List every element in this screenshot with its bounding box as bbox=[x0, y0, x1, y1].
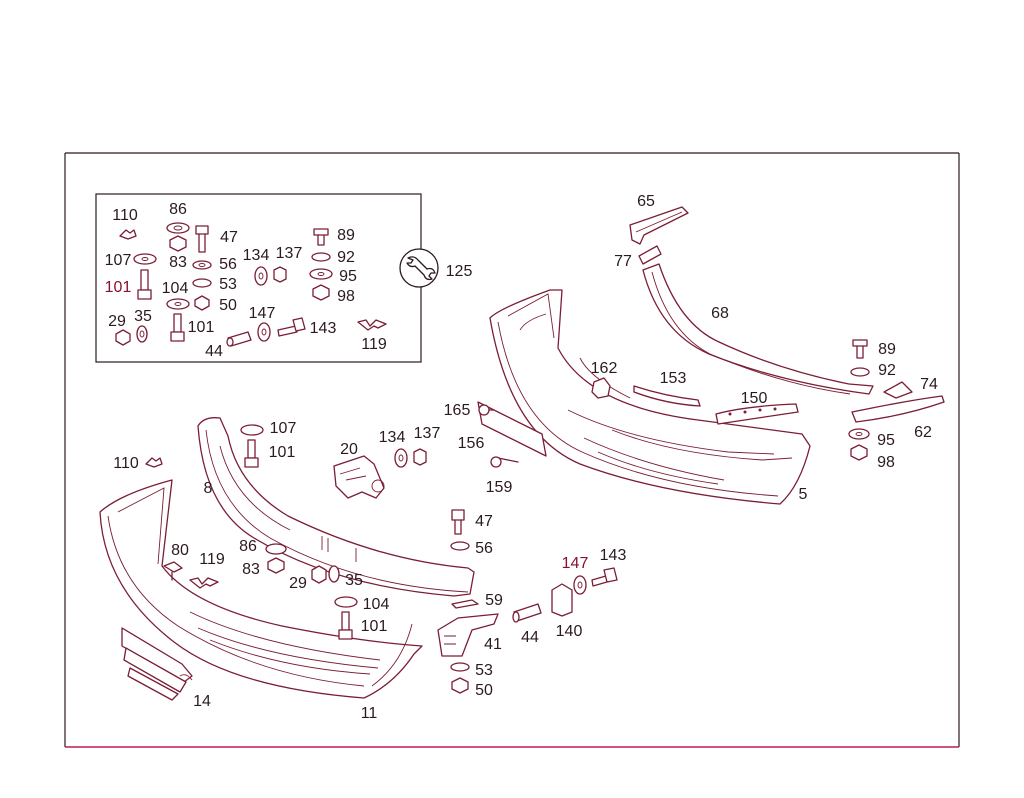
part-number-label: 68 bbox=[711, 305, 729, 322]
part-number-label: 125 bbox=[446, 263, 473, 280]
part-number-label: 59 bbox=[485, 592, 503, 609]
part-number-label: 101 bbox=[269, 444, 296, 461]
part-number-label: 35 bbox=[345, 572, 363, 589]
part-number-label: 107 bbox=[105, 252, 132, 269]
part-number-label: 147 bbox=[562, 555, 589, 572]
part-number-label: 104 bbox=[162, 280, 189, 297]
part-44-140-147-143 bbox=[512, 567, 618, 623]
part-77-cap bbox=[638, 245, 662, 265]
part-number-label: 62 bbox=[914, 424, 932, 441]
licence-plate-parts bbox=[477, 401, 547, 468]
part-number-label: 44 bbox=[205, 343, 223, 360]
part-number-label: 147 bbox=[249, 305, 276, 322]
part-11-front-bumper bbox=[99, 479, 423, 699]
part-number-label: 56 bbox=[219, 256, 237, 273]
part-number-label: 77 bbox=[614, 253, 632, 270]
part-162-clip bbox=[591, 377, 611, 399]
part-number-label: 137 bbox=[414, 425, 441, 442]
part-number-label: 65 bbox=[637, 193, 655, 210]
part-number-label: 134 bbox=[379, 429, 406, 446]
diagram-frame bbox=[64, 152, 960, 748]
part-53-50 bbox=[450, 662, 470, 694]
part-number-label: 89 bbox=[337, 227, 355, 244]
part-8-bumper-beam bbox=[197, 417, 475, 597]
part-number-label: 107 bbox=[270, 420, 297, 437]
part-number-label: 95 bbox=[339, 268, 357, 285]
part-number-label: 101 bbox=[361, 618, 388, 635]
part-65-cover bbox=[629, 206, 689, 245]
part-number-label: 47 bbox=[220, 229, 238, 246]
part-5-rear-bumper bbox=[489, 289, 811, 505]
part-134-137-washers bbox=[394, 448, 427, 468]
part-14-grille bbox=[121, 627, 193, 701]
part-number-label: 134 bbox=[243, 247, 270, 264]
part-number-label: 35 bbox=[134, 308, 152, 325]
part-number-label: 104 bbox=[363, 596, 390, 613]
part-number-label: 74 bbox=[920, 376, 938, 393]
part-number-label: 150 bbox=[741, 390, 768, 407]
part-104-101 bbox=[334, 596, 358, 640]
part-number-label: 8 bbox=[204, 480, 213, 497]
part-number-label: 165 bbox=[444, 402, 471, 419]
part-153-strip bbox=[633, 385, 701, 407]
inset-hardware bbox=[115, 222, 387, 347]
right-hardware bbox=[848, 339, 945, 461]
part-number-label: 53 bbox=[219, 276, 237, 293]
part-80-119-clips bbox=[163, 561, 219, 589]
part-number-label: 89 bbox=[878, 341, 896, 358]
part-number-label: 98 bbox=[337, 288, 355, 305]
part-number-label: 159 bbox=[486, 479, 513, 496]
part-110-clip bbox=[145, 457, 163, 468]
part-number-label: 153 bbox=[660, 370, 687, 387]
part-number-label: 86 bbox=[239, 538, 257, 555]
part-86-83 bbox=[265, 543, 287, 574]
part-number-label: 53 bbox=[475, 662, 493, 679]
part-68-rail bbox=[642, 263, 874, 395]
part-number-label: 5 bbox=[799, 486, 808, 503]
wrench-icon bbox=[399, 248, 439, 288]
part-number-label: 98 bbox=[877, 454, 895, 471]
part-number-label: 119 bbox=[199, 551, 225, 568]
part-number-label: 56 bbox=[475, 540, 493, 557]
part-number-label: 44 bbox=[521, 629, 539, 646]
callout-labels: 110 86 47 107 83 56 101 104 53 50 134 137 89 92 95 98 29… bbox=[105, 193, 938, 722]
part-number-label: 83 bbox=[169, 254, 187, 271]
part-number-label: 143 bbox=[310, 320, 337, 337]
part-number-label: 92 bbox=[337, 249, 355, 266]
part-number-label: 83 bbox=[242, 561, 260, 578]
part-59-41 bbox=[437, 599, 499, 657]
part-number-label: 156 bbox=[458, 435, 485, 452]
part-number-label: 80 bbox=[171, 542, 189, 559]
part-number-label: 50 bbox=[475, 682, 493, 699]
part-number-label: 140 bbox=[556, 623, 583, 640]
part-number-label: 86 bbox=[169, 201, 187, 218]
part-number-label: 137 bbox=[276, 245, 303, 262]
part-number-label: 20 bbox=[340, 441, 358, 458]
part-number-label: 92 bbox=[878, 362, 896, 379]
part-29-35 bbox=[311, 565, 340, 584]
part-number-label: 101 bbox=[188, 319, 215, 336]
part-47-56 bbox=[450, 509, 470, 551]
part-number-label: 41 bbox=[484, 636, 502, 653]
part-number-label: 29 bbox=[289, 575, 307, 592]
part-number-label: 143 bbox=[600, 547, 627, 564]
part-20-bracket bbox=[333, 455, 385, 499]
part-number-label: 101 bbox=[105, 279, 132, 296]
part-number-label: 50 bbox=[219, 297, 237, 314]
part-number-label: 110 bbox=[112, 207, 138, 224]
part-number-label: 119 bbox=[361, 336, 387, 353]
part-150-strip bbox=[715, 403, 799, 425]
part-number-label: 95 bbox=[877, 432, 895, 449]
part-107-101-bolt bbox=[240, 424, 264, 468]
part-number-label: 110 bbox=[113, 455, 139, 472]
part-number-label: 162 bbox=[591, 360, 618, 377]
part-number-label: 47 bbox=[475, 513, 493, 530]
part-number-label: 14 bbox=[193, 693, 211, 710]
part-number-label: 29 bbox=[108, 313, 126, 330]
part-number-label: 11 bbox=[361, 705, 378, 722]
